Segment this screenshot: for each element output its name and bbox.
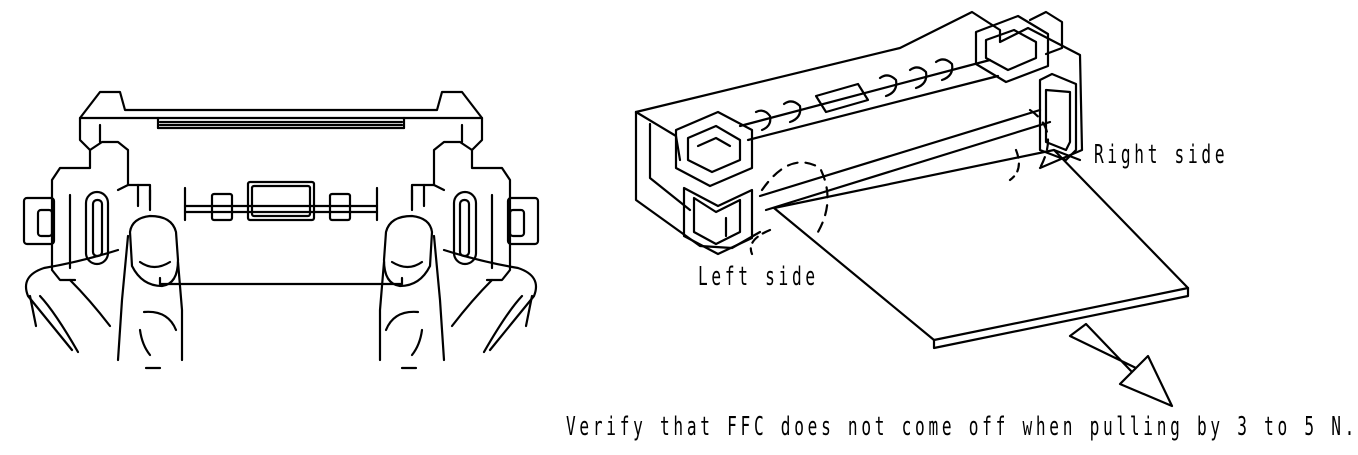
right-figure-connector-ffc	[634, 10, 1190, 408]
left-figure-connector-held	[22, 90, 540, 370]
diagram-canvas: Right side Left side Verify that FFC doe…	[22, 10, 1354, 442]
right-side-label: Right side	[1094, 140, 1229, 170]
left-side-label: Left side	[698, 262, 819, 292]
pull-arrow-icon	[1068, 322, 1174, 408]
instruction-caption: Verify that FFC does not come off when p…	[566, 412, 1358, 442]
diagram-svg	[22, 10, 1190, 408]
